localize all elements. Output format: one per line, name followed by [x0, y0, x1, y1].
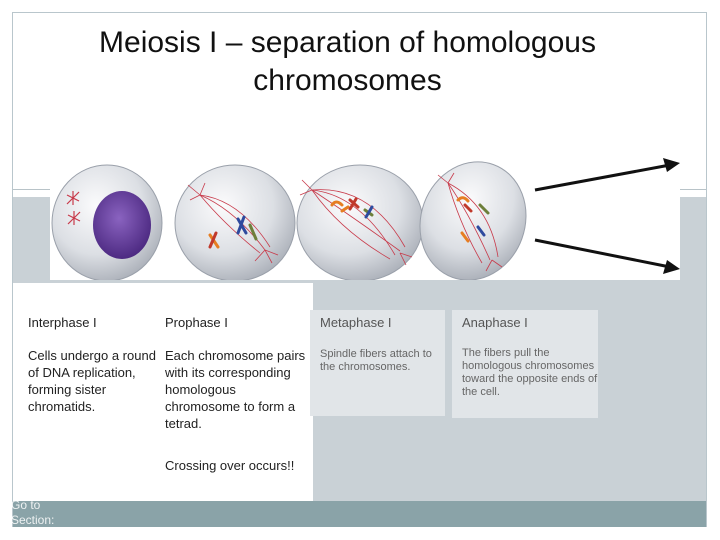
prophase-cell	[174, 164, 296, 280]
page-title: Meiosis I – separation of homologous chr…	[99, 26, 596, 97]
interphase-cell	[51, 164, 163, 280]
metaphase-description: Spindle fibers attach to the chromosomes…	[320, 348, 432, 373]
footer-bar	[13, 501, 706, 527]
interphase-description: Cells undergo a round of DNA replication…	[28, 348, 156, 414]
metaphase-cell	[296, 164, 424, 280]
anaphase-label: Anaphase I	[462, 315, 528, 330]
chromosomes	[208, 215, 258, 249]
arrow-down	[534, 238, 680, 274]
prophase-label: Prophase I	[165, 315, 228, 330]
meiosis-illustration	[50, 155, 680, 280]
anaphase-description: The fibers pull the homologous chromosom…	[462, 347, 598, 398]
interphase-label: Interphase I	[28, 315, 97, 330]
prophase-description: Each chromosome pairs with its correspon…	[165, 348, 306, 431]
chromosomes	[456, 196, 490, 243]
anaphase-box	[452, 310, 598, 418]
arrow-up	[534, 158, 680, 192]
spindle-fibers	[299, 179, 413, 266]
nucleus	[93, 191, 151, 259]
metaphase-box	[310, 310, 445, 416]
chromosomes	[330, 197, 374, 219]
spindle-fibers	[437, 172, 503, 272]
crossing-over-note: Crossing over occurs!!	[165, 458, 295, 473]
metaphase-label: Metaphase I	[320, 315, 392, 330]
anaphase-cell	[419, 161, 527, 280]
spindle-fibers	[187, 182, 279, 264]
go-to-section-link[interactable]: Go to Section:	[11, 498, 55, 527]
text-panel	[13, 283, 313, 501]
centrosomes	[66, 191, 81, 225]
